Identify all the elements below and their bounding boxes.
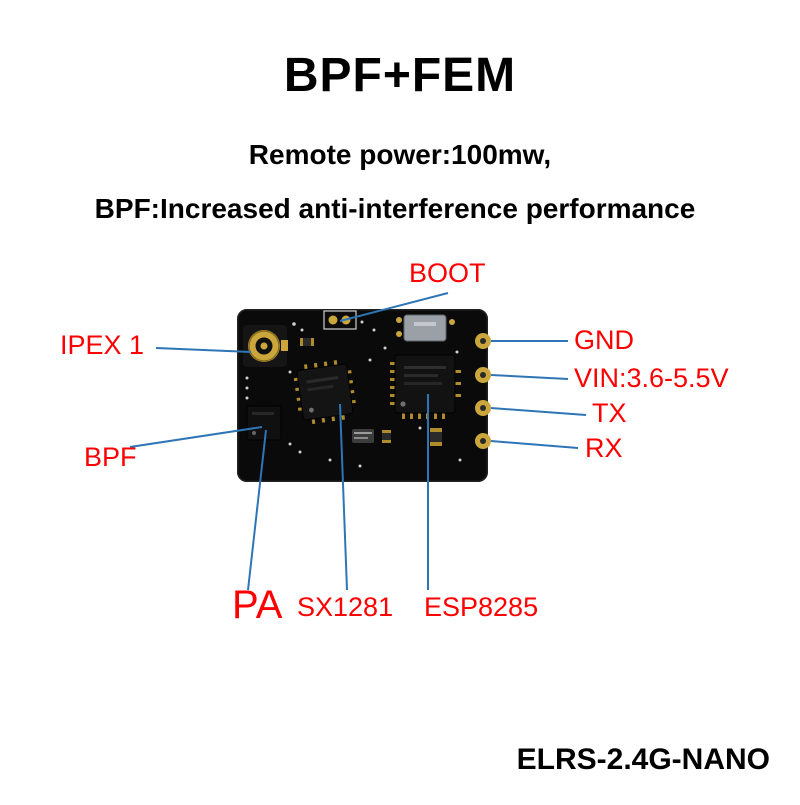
- ipex-connector: [243, 325, 288, 367]
- label-vin: VIN:3.6-5.5V: [574, 363, 729, 393]
- pcb-board: [237, 309, 491, 482]
- vin-callout-line: [490, 374, 569, 380]
- boot-callout-line: [339, 292, 449, 322]
- page-title: BPF+FEM: [283, 49, 517, 102]
- passive-components: [300, 338, 442, 446]
- sx1281-chip: [293, 360, 356, 425]
- callout-lines: [129, 292, 587, 591]
- label-rx: RX: [585, 433, 623, 463]
- pa-callout-line: [247, 429, 267, 591]
- label-tx: TX: [592, 398, 627, 428]
- bpf-callout-line: [129, 426, 263, 448]
- label-boot: BOOT: [409, 258, 486, 288]
- io-pads: [475, 333, 491, 449]
- ipex-callout-line: [155, 347, 252, 353]
- label-gnd: GND: [574, 325, 634, 355]
- rf-shield-component: [396, 314, 455, 342]
- tx-callout-line: [490, 407, 587, 416]
- label-ipex1: IPEX 1: [60, 330, 145, 360]
- subtitle-power: Remote power:100mw,: [248, 139, 552, 170]
- label-pa: PA: [232, 583, 283, 627]
- model-name: ELRS-2.4G-NANO: [516, 743, 770, 776]
- label-bpf: BPF: [84, 442, 137, 472]
- boot-pads: [323, 310, 357, 330]
- sx1281-callout-line: [339, 403, 348, 591]
- esp8285-chip: [390, 354, 461, 419]
- rx-callout-line: [490, 440, 579, 449]
- subtitle-bpf: BPF:Increased anti-interference performa…: [94, 193, 696, 224]
- label-sx1281: SX1281: [297, 592, 394, 622]
- bpf-chip: [246, 405, 282, 441]
- label-esp8285: ESP8285: [424, 592, 539, 622]
- silkscreen-dots: [245, 320, 462, 468]
